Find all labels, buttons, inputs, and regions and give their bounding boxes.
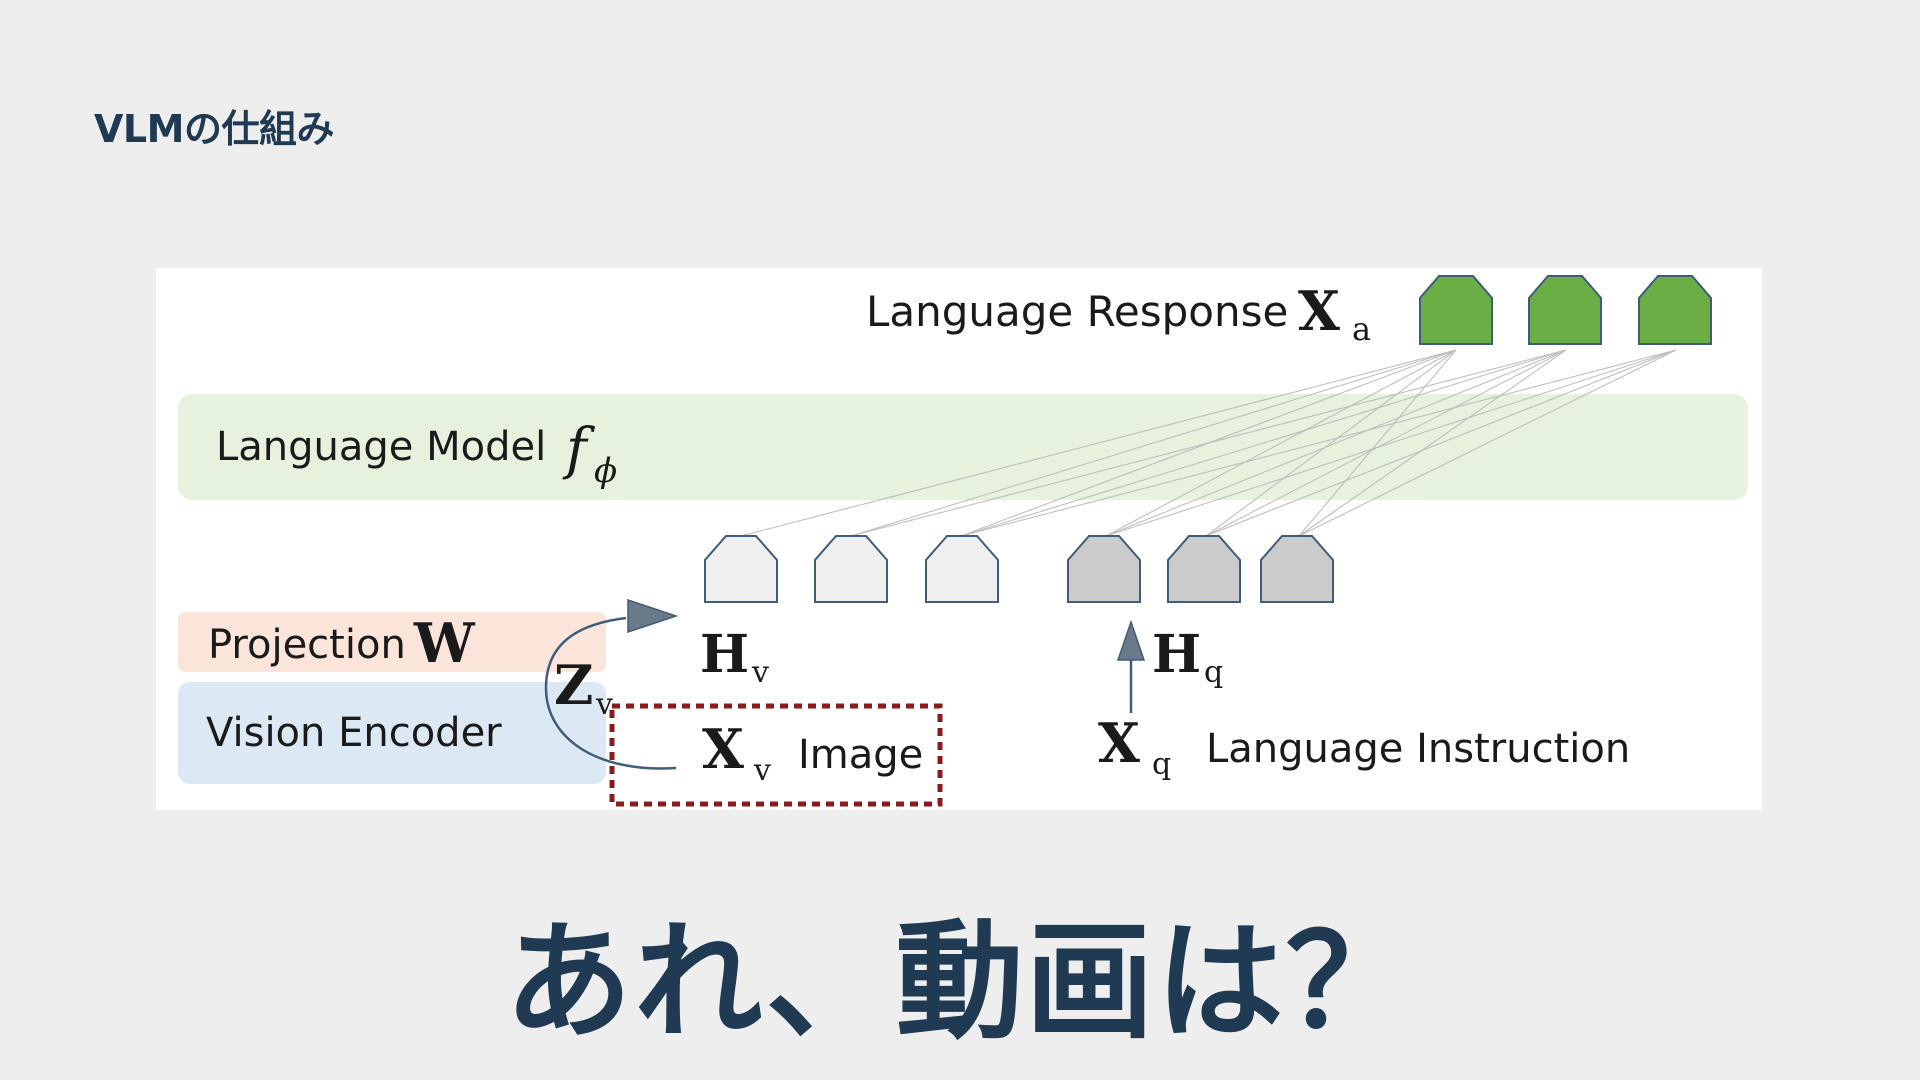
language-model-band	[178, 394, 1748, 500]
zv-arrowhead	[627, 598, 679, 634]
instruction-token	[1260, 535, 1334, 603]
xv-symbol: X	[702, 717, 744, 781]
visual-token	[925, 535, 999, 603]
projection-label: Projection	[208, 622, 406, 668]
xv-subscript: v	[753, 753, 771, 788]
hq-symbol: H	[1152, 624, 1201, 685]
zv-curve-arrow	[544, 616, 677, 770]
language-response-label: Language Response	[866, 287, 1288, 336]
w-symbol: W	[413, 611, 476, 675]
xa-symbol: X	[1298, 279, 1340, 343]
vlm-architecture-diagram: Language Response X a Language Model f ϕ…	[156, 268, 1762, 810]
phi-subscript: ϕ	[594, 451, 617, 491]
xq-symbol: X	[1098, 711, 1140, 775]
visual-token	[814, 535, 888, 603]
projection-band	[178, 612, 606, 672]
xq-subscript: q	[1152, 747, 1171, 782]
slide-title: VLMの仕組み	[94, 107, 334, 151]
instruction-token	[1067, 535, 1141, 603]
visual-tokens	[704, 535, 999, 603]
hv-symbol: H	[700, 624, 749, 685]
hq-subscript: q	[1204, 655, 1223, 690]
response-token	[1638, 275, 1712, 345]
hq-arrowhead	[1116, 619, 1146, 661]
image-label: Image	[798, 732, 923, 778]
visual-token	[704, 535, 778, 603]
connection-lines	[740, 349, 1677, 537]
xa-subscript: a	[1352, 310, 1371, 348]
language-model-label: Language Model	[216, 424, 546, 470]
vision-encoder-label: Vision Encoder	[206, 710, 502, 756]
image-highlight-box	[609, 703, 943, 807]
zv-symbol: Z	[554, 653, 593, 717]
instruction-tokens	[1067, 535, 1334, 603]
instruction-token	[1167, 535, 1241, 603]
response-tokens	[1419, 275, 1712, 345]
slide-caption: あれ、動画は？	[504, 908, 1416, 1057]
language-instruction-label: Language Instruction	[1206, 726, 1630, 772]
vision-encoder-band	[178, 682, 606, 784]
response-token	[1528, 275, 1602, 345]
zv-subscript: v	[595, 687, 613, 722]
response-token	[1419, 275, 1493, 345]
hv-subscript: v	[751, 655, 769, 690]
